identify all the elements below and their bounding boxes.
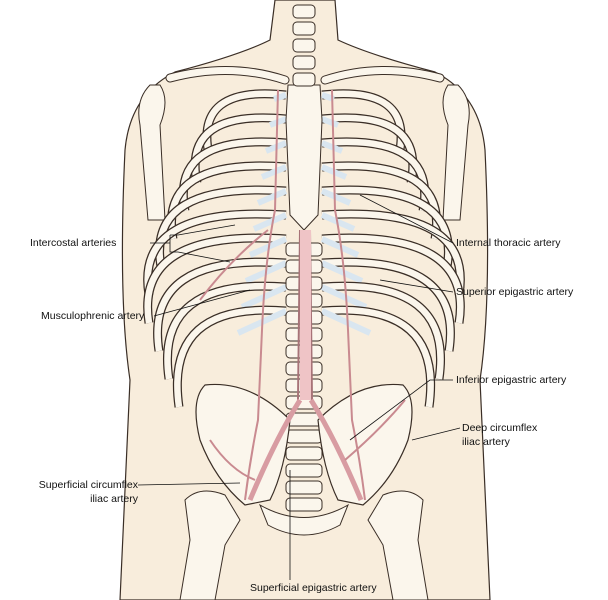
costal-cartilage bbox=[320, 308, 372, 336]
right-internal-thoracic-artery bbox=[331, 89, 366, 501]
label-deep-circumflex-iliac-artery: Deep circumflex iliac artery bbox=[462, 421, 537, 449]
leader-internal-thoracic bbox=[359, 194, 454, 244]
label-line-1: Superficial circumflex bbox=[38, 479, 138, 491]
rib bbox=[174, 306, 287, 408]
leader-lines bbox=[137, 194, 461, 580]
leader-musculophrenic bbox=[153, 289, 251, 317]
label-musculophrenic-artery: Musculophrenic artery bbox=[41, 310, 145, 322]
left-internal-thoracic-artery bbox=[244, 89, 279, 501]
vertebra bbox=[285, 480, 323, 495]
leader-superficial-circumflex bbox=[137, 482, 241, 486]
costal-cartilage bbox=[252, 212, 288, 232]
vertebral-column bbox=[285, 4, 323, 512]
rib bbox=[321, 306, 434, 408]
rib bbox=[164, 282, 287, 380]
vertebra bbox=[285, 497, 323, 512]
rib bbox=[144, 234, 287, 324]
superficial-circumflex-iliac-artery bbox=[209, 439, 256, 481]
costal-cartilage bbox=[273, 92, 287, 102]
right-clavicle-fill bbox=[321, 66, 444, 84]
right-ilium bbox=[317, 383, 413, 506]
rib-cage bbox=[143, 89, 465, 408]
musculophrenic-artery bbox=[199, 229, 269, 301]
label-line-2: iliac artery bbox=[90, 493, 138, 505]
rib bbox=[144, 210, 287, 296]
label-line-1: Deep circumflex bbox=[462, 422, 538, 434]
costal-cartilage bbox=[320, 140, 344, 154]
leader-intercostal bbox=[150, 224, 236, 263]
leader-superior-epigastric bbox=[379, 279, 454, 293]
right-iliac-artery bbox=[308, 398, 364, 501]
costal-cartilage bbox=[320, 284, 368, 310]
label-superficial-circumflex-iliac-artery: Superficial circumflex iliac artery bbox=[30, 478, 138, 506]
label-inferior-epigastric-artery: Inferior epigastric artery bbox=[456, 374, 567, 386]
aorta-fill bbox=[300, 230, 311, 400]
rib bbox=[321, 258, 454, 352]
leader-inferior-epigastric bbox=[349, 379, 453, 441]
pubic-symphysis bbox=[259, 503, 349, 536]
vertebra bbox=[285, 446, 323, 461]
right-femur bbox=[367, 490, 429, 600]
label-internal-thoracic-artery: Internal thoracic artery bbox=[456, 237, 561, 249]
rib bbox=[154, 258, 287, 352]
label-superficial-epigastric-artery: Superficial epigastric artery bbox=[250, 582, 377, 594]
costal-cartilage bbox=[260, 164, 288, 180]
costal-cartilage bbox=[320, 260, 364, 284]
rib bbox=[321, 282, 444, 380]
left-clavicle-fill bbox=[166, 66, 289, 84]
vertebra bbox=[285, 463, 323, 478]
left-ilium bbox=[195, 383, 291, 506]
vertebra bbox=[292, 72, 316, 87]
rib bbox=[321, 234, 464, 324]
arteries bbox=[199, 89, 406, 501]
label-superior-epigastric-artery: Superior epigastric artery bbox=[456, 286, 574, 298]
vertebra bbox=[292, 21, 316, 36]
deep-circumflex-iliac-artery bbox=[344, 399, 406, 461]
leader-deep-circumflex bbox=[411, 427, 461, 441]
costal-cartilage bbox=[320, 236, 360, 258]
vertebra bbox=[285, 429, 323, 444]
vertebra bbox=[292, 55, 316, 70]
vertebra bbox=[292, 4, 316, 19]
left-iliac-artery bbox=[247, 398, 303, 501]
sternum bbox=[285, 84, 323, 231]
label-line-2: iliac artery bbox=[462, 436, 510, 448]
costal-cartilage bbox=[256, 188, 288, 206]
label-intercostal-arteries: Intercostal arteries bbox=[30, 237, 117, 249]
costal-cartilage bbox=[320, 116, 340, 128]
left-femur bbox=[179, 490, 241, 600]
costal-cartilage bbox=[320, 188, 352, 206]
rib bbox=[321, 210, 464, 296]
vertebra bbox=[292, 38, 316, 53]
